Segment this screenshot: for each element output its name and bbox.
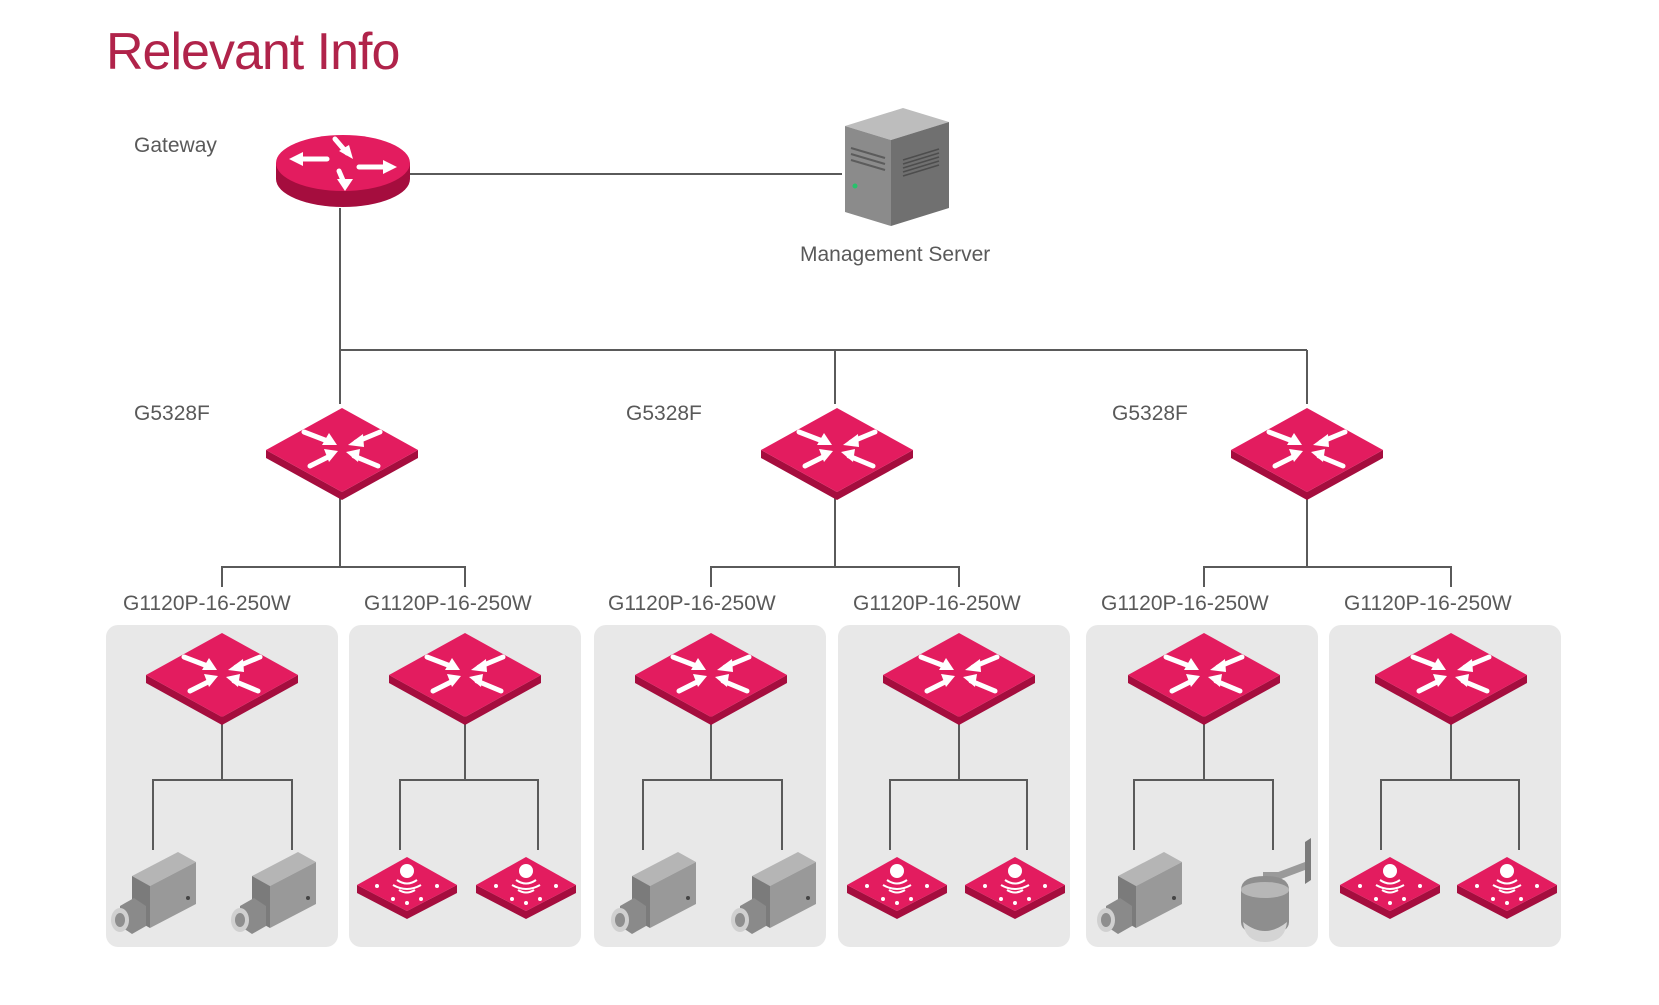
access-switch-label-2: G1120P-16-250W xyxy=(364,592,532,615)
core-switch-icon-3 xyxy=(1231,408,1383,500)
bullet-camera-icon xyxy=(731,852,816,934)
access-switch-icon-5 xyxy=(1128,633,1280,725)
access-switch-label-4: G1120P-16-250W xyxy=(853,592,1021,615)
access-switch-label-1: G1120P-16-250W xyxy=(123,592,291,615)
core-switch-label-3: G5328F xyxy=(1112,402,1188,425)
access-point-icon xyxy=(356,856,458,920)
dome-camera-icon xyxy=(1241,838,1311,942)
core-switch-label-1: G5328F xyxy=(134,402,210,425)
access-switch-icon-1 xyxy=(146,633,298,725)
management-server-icon xyxy=(845,108,949,226)
bullet-camera-icon xyxy=(1097,852,1182,934)
access-point-icon xyxy=(1456,856,1558,920)
access-switch-icon-4 xyxy=(883,633,1035,725)
access-point-icon xyxy=(475,856,577,920)
access-point-icon xyxy=(964,856,1066,920)
access-switch-label-6: G1120P-16-250W xyxy=(1344,592,1512,615)
page-title: Relevant Info xyxy=(106,23,400,81)
core-switch-icon-2 xyxy=(761,408,913,500)
access-switch-icon-2 xyxy=(389,633,541,725)
access-point-icon xyxy=(1339,856,1441,920)
bullet-camera-icon xyxy=(111,852,196,934)
core-switch-icon-1 xyxy=(266,408,418,500)
bullet-camera-icon xyxy=(611,852,696,934)
access-switch-icon-6 xyxy=(1375,633,1527,725)
connection-lines xyxy=(152,173,1520,850)
access-switch-label-3: G1120P-16-250W xyxy=(608,592,776,615)
gateway-label: Gateway xyxy=(134,134,217,157)
access-point-icon xyxy=(846,856,948,920)
core-switch-label-2: G5328F xyxy=(626,402,702,425)
gateway-router-icon xyxy=(276,135,410,207)
access-switch-label-5: G1120P-16-250W xyxy=(1101,592,1269,615)
access-switch-icon-3 xyxy=(635,633,787,725)
server-label: Management Server xyxy=(800,243,991,266)
bullet-camera-icon xyxy=(231,852,316,934)
